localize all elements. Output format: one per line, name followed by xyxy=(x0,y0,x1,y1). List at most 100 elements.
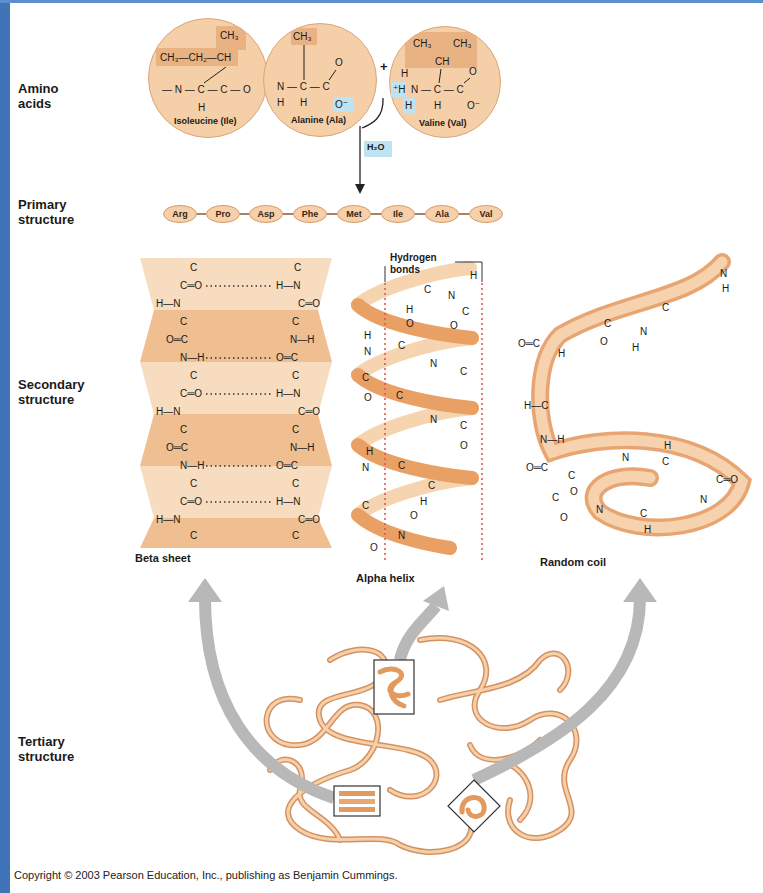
atom-label: C═O xyxy=(298,406,320,418)
atom-label: C xyxy=(362,500,369,512)
atom-label: C xyxy=(292,424,299,436)
atom-label: N—H xyxy=(540,434,564,446)
atom-label: N xyxy=(398,530,405,542)
atom-label: H xyxy=(722,283,729,295)
highlights xyxy=(391,32,477,113)
residue-bead: Phe xyxy=(293,205,327,223)
hydrogen-bond-lines xyxy=(385,283,482,560)
atom-label: O xyxy=(410,510,418,522)
bead-outline xyxy=(164,206,197,223)
amino-acid-circle: CH₃ON — C — CHHO⁻Alanine (Ala) xyxy=(263,23,377,137)
highlight xyxy=(216,26,246,50)
atom-label: N xyxy=(430,414,437,426)
atom-label: O xyxy=(570,486,578,498)
chain-link xyxy=(240,213,249,215)
atom-label: O xyxy=(364,392,372,404)
plus-sign: + xyxy=(380,60,388,75)
coil-ribbon xyxy=(540,262,742,527)
residue-name: Valine (Val) xyxy=(419,118,467,128)
spacer xyxy=(357,140,360,150)
bond-line xyxy=(329,70,336,80)
atom-label: N xyxy=(596,504,603,516)
atom-label: H—N xyxy=(276,388,300,400)
grey-arrow xyxy=(188,578,657,798)
formula-text: ⁺H xyxy=(393,84,406,96)
formula-text: H xyxy=(300,97,307,109)
atom-label: C xyxy=(190,530,197,542)
atom-label: O═C xyxy=(166,442,188,454)
atom-label: H—C xyxy=(524,400,548,412)
chain-link xyxy=(459,213,469,215)
atom-label: C xyxy=(460,420,467,432)
highlight xyxy=(405,32,477,68)
residue-bead: Ala xyxy=(425,205,459,223)
atom-label: H xyxy=(644,524,651,536)
section-heading: Secondary structure xyxy=(18,378,110,408)
atom-label: C xyxy=(190,478,197,490)
atom-label: O═C xyxy=(276,460,298,472)
formula-text: H xyxy=(401,68,408,80)
formula-text: CH₃ xyxy=(413,38,432,50)
formula-text: CH₃ xyxy=(293,31,312,43)
bond-line xyxy=(204,67,226,83)
product-label: H₂O xyxy=(367,142,385,152)
atom-label: H—N xyxy=(276,496,300,508)
formula-text: CH₃—CH₂—CH xyxy=(160,52,231,64)
sheet-pleat xyxy=(140,310,332,362)
atom-label: N xyxy=(720,268,727,280)
highlight xyxy=(364,141,392,157)
atom-label: C xyxy=(292,316,299,328)
frame-band xyxy=(0,0,10,893)
bond-line xyxy=(304,45,305,80)
structure-caption: Alpha helix xyxy=(356,572,415,585)
highlights xyxy=(291,28,353,112)
residue-abbrev: Phe xyxy=(302,209,319,219)
circle-outline xyxy=(149,19,268,138)
copyright-caption: Copyright © 2003 Pearson Education, Inc.… xyxy=(14,869,398,882)
bond-line xyxy=(464,78,470,83)
chain-link xyxy=(327,213,337,215)
atom-label: N xyxy=(364,346,371,358)
formula-text: O⁻ xyxy=(335,99,348,111)
atom-label: O xyxy=(560,512,568,524)
atom-label: N xyxy=(622,452,629,464)
atom-label: C xyxy=(190,262,197,274)
callout-label: Hydrogen bonds xyxy=(390,252,452,275)
chain-link xyxy=(197,213,206,215)
arrowhead xyxy=(355,184,365,194)
formula-text: H xyxy=(198,102,205,114)
residue-bead: Pro xyxy=(206,205,240,223)
bead-outline xyxy=(470,206,503,223)
bead-outline xyxy=(294,206,327,223)
atom-label: C xyxy=(568,470,575,482)
residue-abbrev: Arg xyxy=(172,209,188,219)
formula-text: H xyxy=(277,97,284,109)
chain-link xyxy=(415,213,425,215)
atom-label: H—N xyxy=(276,280,300,292)
atom-label: N—H xyxy=(290,334,314,346)
formula-text: H xyxy=(434,100,441,112)
atom-label: C xyxy=(424,284,431,296)
bond-line xyxy=(439,69,441,83)
atom-label: C═O xyxy=(716,474,738,486)
residue-abbrev: Val xyxy=(479,209,492,219)
atom-label: O═C xyxy=(276,352,298,364)
atom-label: C xyxy=(604,318,611,330)
atom-label: H xyxy=(470,270,477,282)
atom-label: C xyxy=(190,370,197,382)
bead-outline xyxy=(207,206,240,223)
atom-label: H xyxy=(420,496,427,508)
residue-abbrev: Met xyxy=(346,209,362,219)
spacer xyxy=(358,138,361,151)
atom-label: C xyxy=(396,390,403,402)
sheet-pleat xyxy=(140,258,332,310)
zoom-box xyxy=(334,660,500,832)
residue-name: Alanine (Ala) xyxy=(291,115,346,125)
sheet-pleat xyxy=(140,414,332,466)
formula-text: O xyxy=(335,57,343,69)
section-heading: Tertiary structure xyxy=(18,735,98,765)
formula-text: CH₃ xyxy=(220,30,239,42)
circle-outline xyxy=(390,27,501,138)
atom-label: C═O xyxy=(298,514,320,526)
